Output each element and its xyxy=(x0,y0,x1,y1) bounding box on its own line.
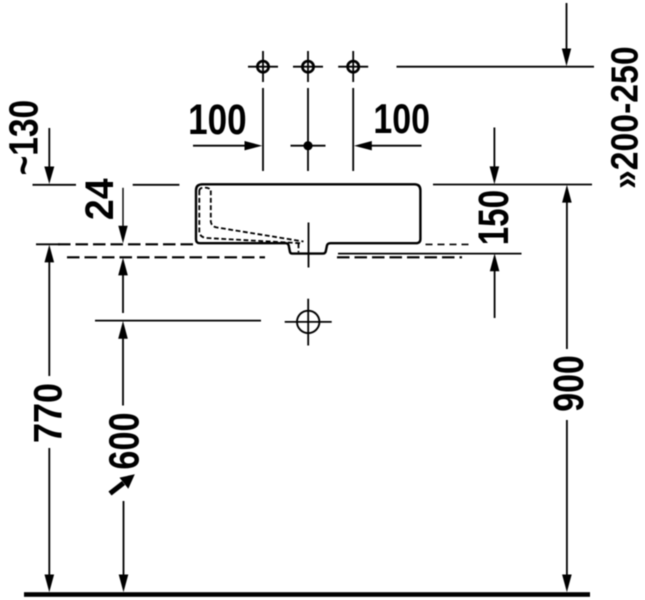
svg-text:150: 150 xyxy=(470,190,518,245)
svg-text:»200-250: »200-250 xyxy=(602,46,645,189)
svg-text:900: 900 xyxy=(545,355,592,412)
svg-text:~130: ~130 xyxy=(0,100,46,176)
svg-text:600: 600 xyxy=(101,412,148,469)
svg-text:100: 100 xyxy=(373,97,430,143)
svg-text:24: 24 xyxy=(78,178,123,220)
svg-text:100: 100 xyxy=(188,97,246,144)
svg-text:770: 770 xyxy=(27,383,71,443)
